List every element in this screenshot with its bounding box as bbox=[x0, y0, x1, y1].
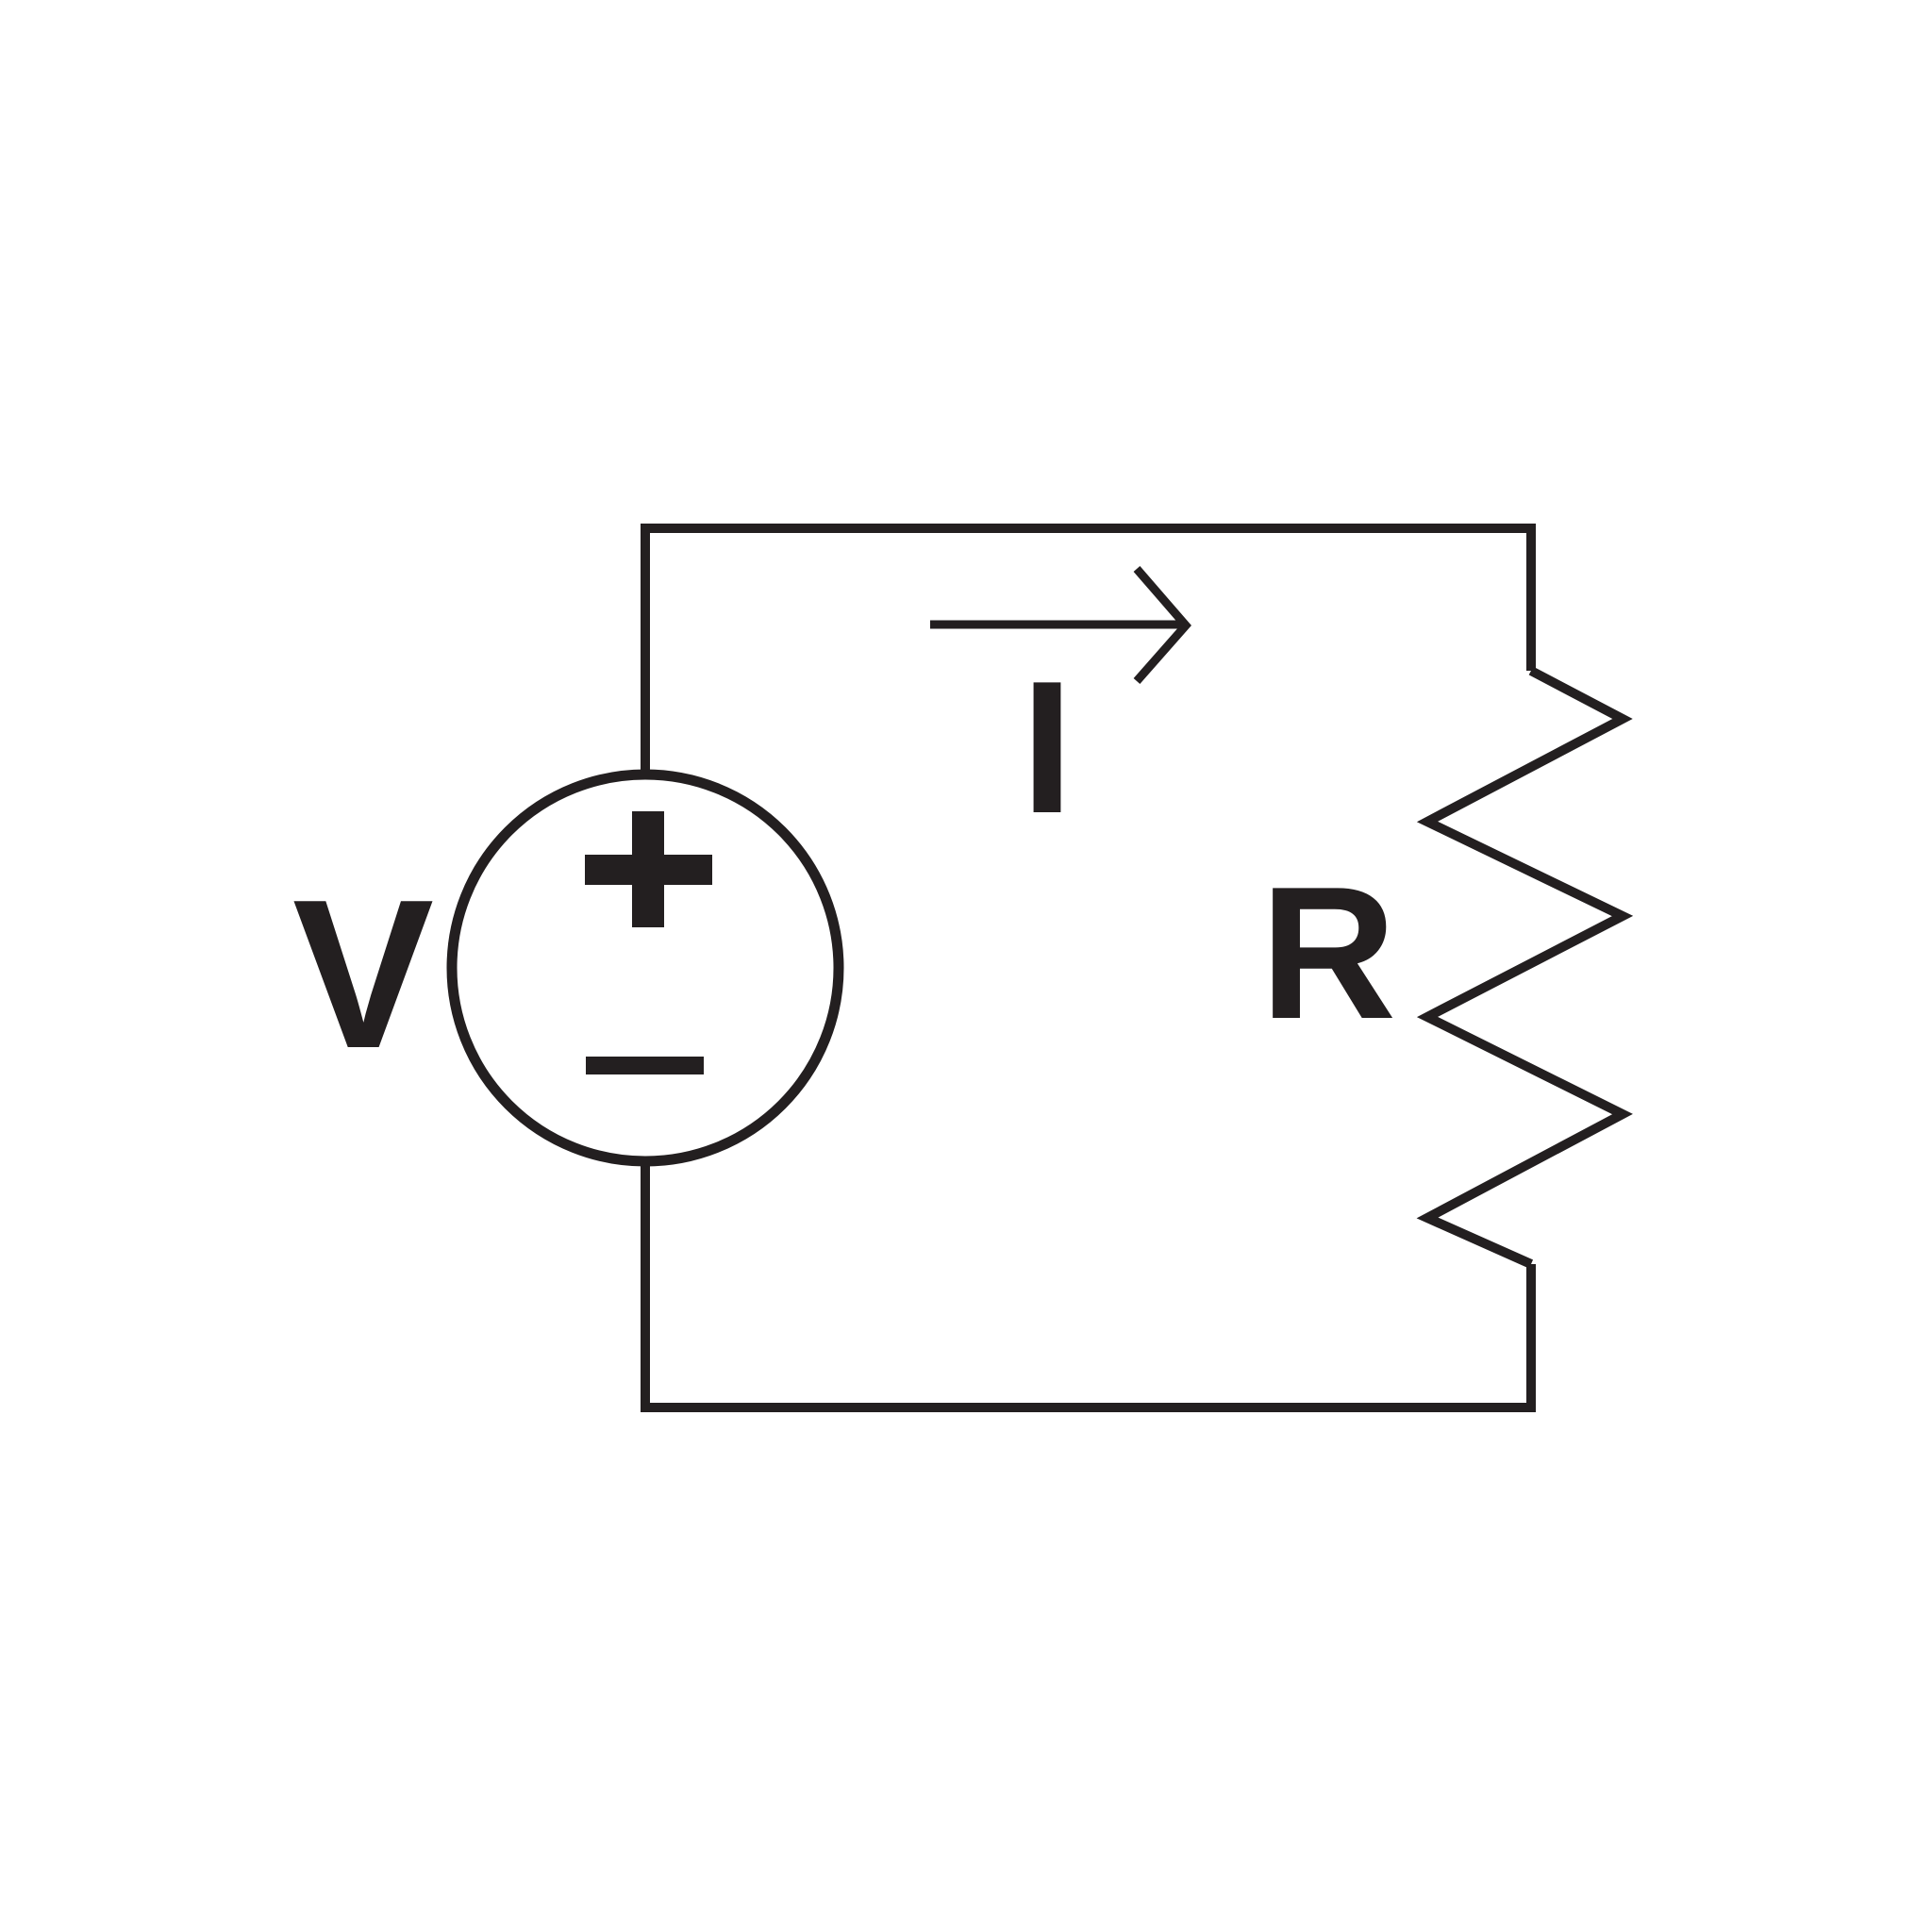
voltage-label: V bbox=[292, 855, 434, 1092]
bottom-wire bbox=[641, 1165, 1536, 1412]
current-arrow bbox=[930, 566, 1191, 684]
current-label: I bbox=[1021, 642, 1074, 853]
negative-terminal-symbol bbox=[586, 1057, 704, 1074]
top-wire bbox=[641, 524, 1536, 771]
resistance-label: R bbox=[1260, 848, 1396, 1058]
voltage-source bbox=[446, 769, 844, 1167]
current-arrow-head bbox=[1133, 566, 1191, 684]
resistor-zigzag bbox=[1416, 666, 1634, 1269]
positive-terminal-symbol bbox=[585, 811, 712, 927]
wires bbox=[641, 524, 1536, 1412]
